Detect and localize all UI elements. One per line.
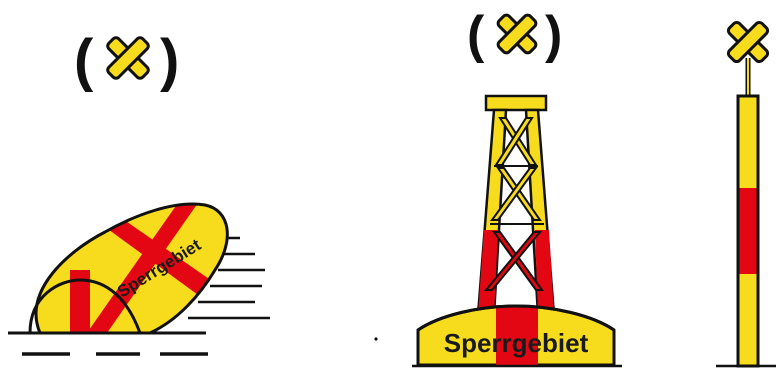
paren-open: ( — [467, 6, 485, 64]
pillar-buoy-figure: ( ) — [374, 6, 622, 366]
can-buoy-topmark: ( ) — [74, 28, 179, 93]
x-topmark-icon — [496, 13, 537, 54]
spar-buoy-icon — [738, 58, 758, 366]
x-topmark-icon — [106, 36, 150, 80]
can-buoy-figure: ( ) — [8, 28, 270, 360]
can-buoy-icon: Sperrgebiet — [30, 200, 227, 360]
spar-buoy-figure — [716, 21, 776, 366]
paren-close: ) — [160, 28, 179, 93]
pillar-buoy-topmark: ( ) — [467, 6, 562, 64]
paren-open: ( — [74, 28, 94, 93]
paren-close: ) — [545, 6, 562, 64]
x-topmark-icon — [727, 21, 769, 63]
pillar-buoy-icon: Sperrgebiet — [418, 96, 614, 365]
stray-dot — [374, 337, 377, 340]
pillar-buoy-label: Sperrgebiet — [444, 328, 589, 358]
